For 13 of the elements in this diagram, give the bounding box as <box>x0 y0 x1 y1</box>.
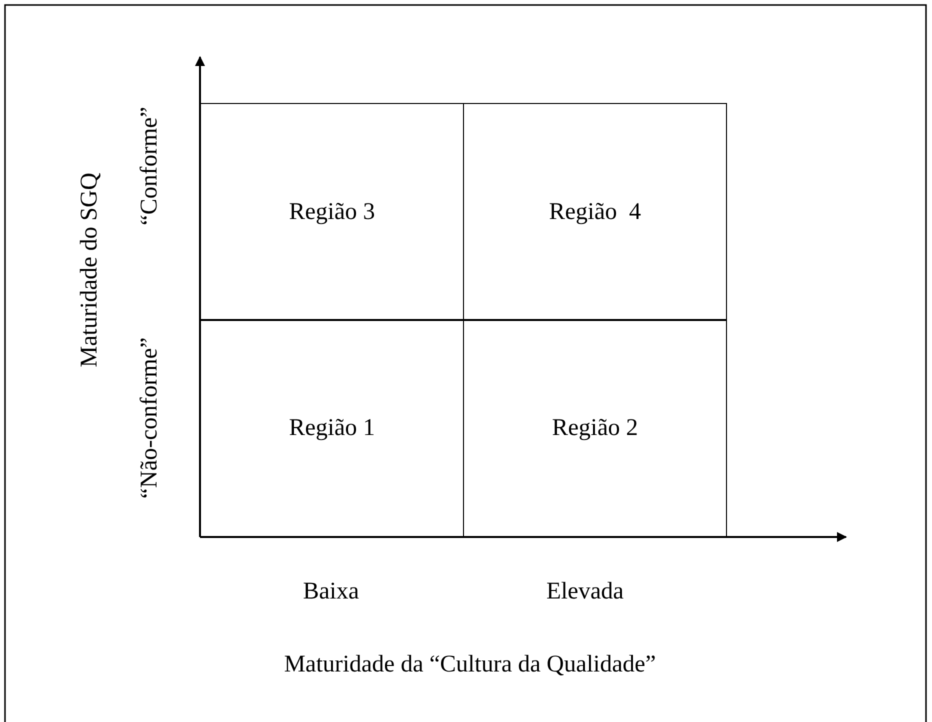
axis-title: Maturidade do SGQ <box>76 172 104 368</box>
quadrant-label: Região 4 <box>549 198 641 226</box>
quadrant-label: Região 3 <box>289 198 375 226</box>
axis-level-label: “Não-conforme” <box>136 337 164 499</box>
quadrant-box <box>200 103 464 321</box>
quadrant-box <box>463 103 727 321</box>
quadrant-label: Região 1 <box>289 414 375 442</box>
axis-title: Maturidade da “Cultura da Qualidade” <box>284 652 656 678</box>
axis-level-label: Baixa <box>303 578 359 606</box>
quadrant-box <box>463 319 727 537</box>
quadrant-label: Região 2 <box>552 414 638 442</box>
axis-level-label: “Conforme” <box>136 106 164 226</box>
axis-level-label: Elevada <box>546 578 624 606</box>
